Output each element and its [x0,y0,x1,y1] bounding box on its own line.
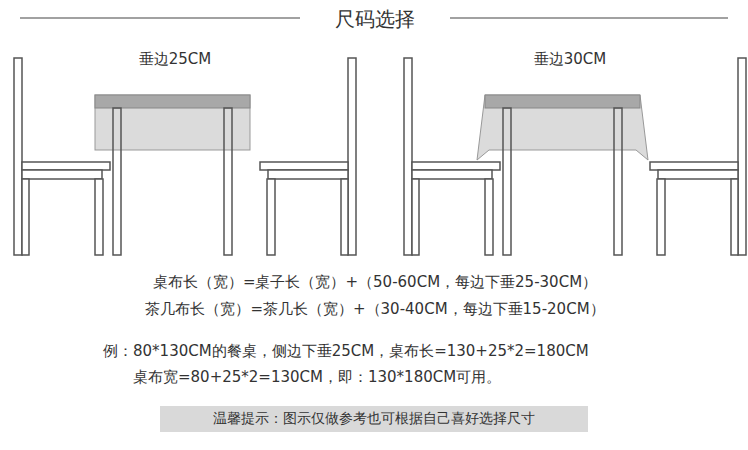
chair-leg [267,179,275,255]
chair-seat [650,162,738,170]
chair-leg [731,179,738,255]
table-leg [113,108,121,255]
tablecloth [95,95,250,150]
chair-seat [412,162,500,170]
chair-seat [22,162,110,170]
table-leg [614,108,622,255]
tip-box: 温馨提示：图示仅做参考也可根据自己喜好选择尺寸 [160,406,588,432]
formula-text: 茶几布长（宽）=茶几长（宽）+（30-40CM，每边下垂15-20CM） [145,300,604,318]
chair-leg [95,179,103,255]
chair-rail [658,170,738,179]
chair-back [348,58,356,255]
chair-leg [412,179,419,255]
chair-seat [260,162,348,170]
tip-text: 温馨提示：图示仅做参考也可根据自己喜好选择尺寸 [172,410,576,428]
table-top [95,95,250,108]
table-top [485,95,640,108]
chair-back [738,58,746,255]
chair-leg [485,179,493,255]
chair-back [14,58,22,255]
formula-text: 例：80*130CM的餐桌，侧边下垂25CM，桌布长=130+25*2=180C… [103,342,589,360]
title: 尺码选择 [335,7,415,31]
chair-rail [412,170,492,179]
title-rule [450,17,728,18]
table-leg [503,108,511,255]
chair-leg [657,179,665,255]
formula-text: 桌布长（宽）=桌子长（宽）+（50-60CM，每边下垂25-30CM） [153,273,597,291]
chair-leg [22,179,29,255]
chair-rail [268,170,348,179]
formula-text: 桌布宽=80+25*2=130CM，即：130*180CM可用。 [133,368,501,386]
drop-label: 垂边25CM [139,50,212,68]
chair-back [404,58,412,255]
table-leg [224,108,232,255]
chair-leg [341,179,348,255]
title-rule [20,17,300,18]
chair-rail [22,170,102,179]
drop-label: 垂边30CM [534,50,607,68]
